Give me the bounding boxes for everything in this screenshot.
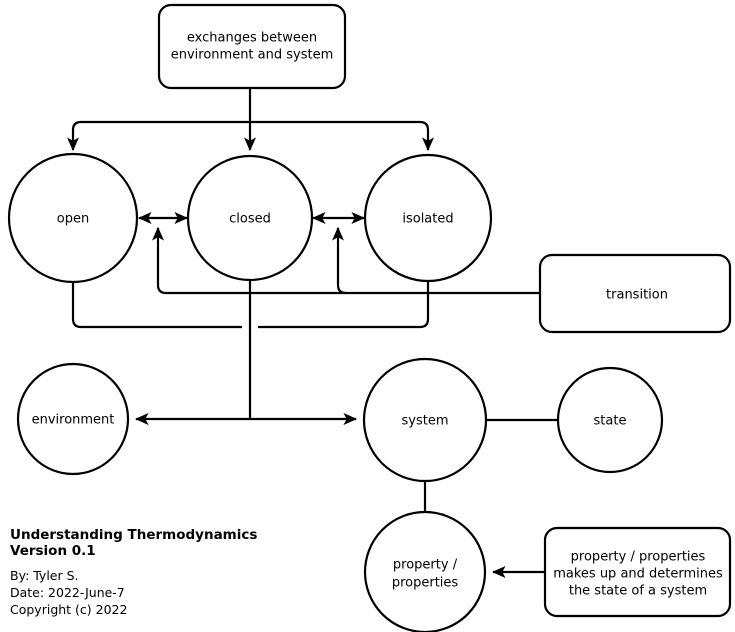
- property-circle-label-line1: property /: [393, 558, 458, 573]
- edge-open-drop: [71, 282, 242, 329]
- closed-circle-shape: [186, 154, 314, 282]
- edge-transition-to-closed-isolated: [331, 226, 347, 295]
- footer-block: Understanding Thermodynamics Version 0.1…: [10, 527, 257, 617]
- property-note-label-line3: the state of a system: [569, 584, 707, 599]
- node-environment-circle[interactable]: environment: [16, 362, 130, 476]
- exchanges-box-label-line1: exchanges between: [187, 31, 317, 46]
- isolated-circle-label: isolated: [402, 212, 453, 227]
- property-circle-shape: [363, 510, 487, 632]
- node-property-note-box[interactable]: property / properties makes up and deter…: [543, 526, 732, 618]
- node-exchanges-box[interactable]: exchanges between environment and system: [157, 3, 347, 90]
- exchanges-box-label-line2: environment and system: [171, 48, 334, 63]
- node-isolated-circle[interactable]: isolated: [363, 153, 493, 283]
- open-circle-label: open: [57, 212, 89, 227]
- footer-copyright: Copyright (c) 2022: [10, 602, 127, 617]
- transition-box-shape: [538, 253, 732, 334]
- edge-transition-to-open-closed: [151, 226, 167, 295]
- property-circle-label-line2: properties: [392, 576, 459, 591]
- transition-box-label: transition: [606, 288, 668, 303]
- footer-date: Date: 2022-June-7: [10, 585, 125, 600]
- isolated-circle-shape: [363, 153, 493, 283]
- footer-title-line1: Understanding Thermodynamics: [10, 527, 257, 543]
- edge-exchanges-to-isolated: [250, 120, 435, 152]
- state-circle-shape: [556, 366, 664, 474]
- state-circle-label: state: [594, 414, 627, 429]
- footer-title-line2: Version 0.1: [10, 543, 96, 559]
- node-property-circle[interactable]: property / properties: [363, 510, 487, 632]
- node-transition-box[interactable]: transition: [538, 253, 732, 334]
- node-state-circle[interactable]: state: [556, 366, 664, 474]
- edge-exchanges-to-open: [66, 120, 250, 152]
- property-note-label-line1: property / properties: [571, 550, 706, 565]
- property-note-label-line2: makes up and determines: [553, 567, 723, 582]
- node-open-circle[interactable]: open: [7, 152, 139, 284]
- exchanges-box-shape: [157, 3, 347, 90]
- edge-isolated-drop: [258, 281, 430, 329]
- system-circle-shape: [362, 357, 488, 483]
- node-system-circle[interactable]: system: [362, 357, 488, 483]
- environment-circle-label: environment: [32, 413, 115, 428]
- environment-circle-shape: [16, 362, 130, 476]
- property-note-box-shape: [543, 526, 732, 618]
- open-circle-shape: [7, 152, 139, 284]
- node-closed-circle[interactable]: closed: [186, 154, 314, 282]
- system-circle-label: system: [402, 414, 449, 429]
- footer-author: By: Tyler S.: [10, 568, 79, 583]
- closed-circle-label: closed: [229, 212, 271, 227]
